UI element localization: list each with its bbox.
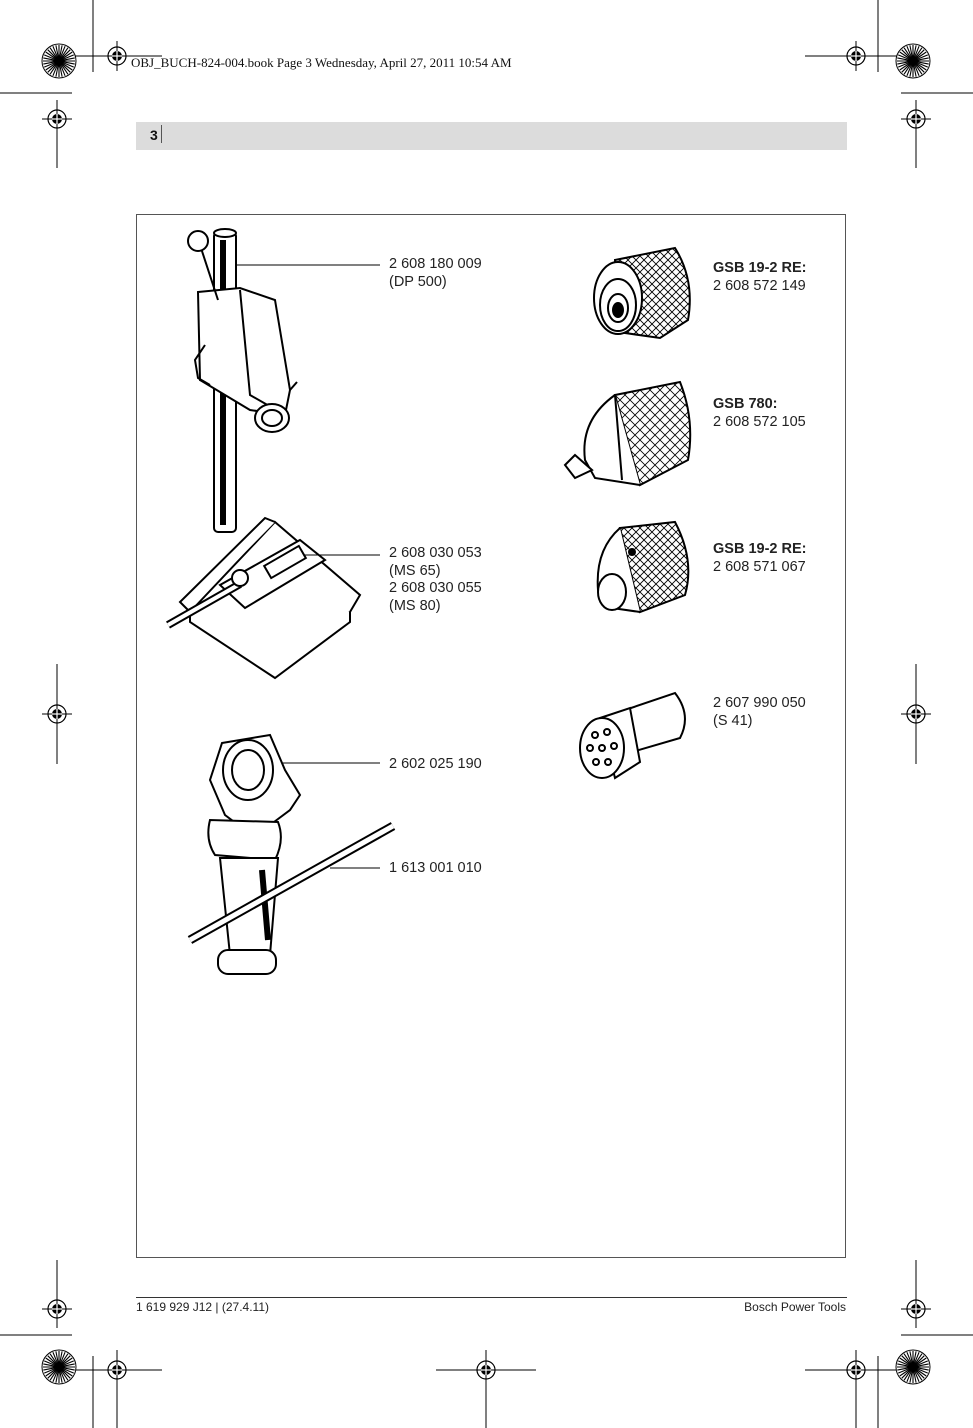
chuck-key-tool-code: 2 607 990 050 bbox=[713, 695, 806, 711]
key-chuck-code: 2 608 571 067 bbox=[713, 558, 806, 575]
keyless-chuck-1-illustration bbox=[593, 246, 691, 340]
footer-doc-number: 1 619 929 J12 | (27.4.11) bbox=[136, 1300, 269, 1314]
chuck-key-tool-illustration bbox=[579, 691, 686, 780]
page-header-bar: 3 bbox=[136, 122, 847, 150]
keyless-chuck-1-code: 2 608 572 149 bbox=[713, 277, 806, 294]
drill-stand-model: (DP 500) bbox=[389, 273, 447, 290]
drill-vice-code-a: 2 608 030 053 bbox=[389, 545, 482, 561]
drill-stand-illustration bbox=[166, 228, 362, 680]
depth-stop-code: 1 613 001 010 bbox=[389, 860, 482, 876]
drill-vice-code-b: 2 608 030 055 bbox=[389, 580, 482, 596]
drill-vice-label: 2 608 030 053 (MS 65) 2 608 030 055 (MS … bbox=[389, 545, 482, 615]
drill-stand-label: 2 608 180 009 (DP 500) bbox=[389, 256, 482, 291]
keyless-chuck-2-illustration bbox=[563, 380, 692, 487]
page-number: 3 bbox=[150, 127, 158, 143]
depth-stop-label: 1 613 001 010 bbox=[389, 860, 482, 878]
footer-rule bbox=[136, 1297, 847, 1298]
footer-brand: Bosch Power Tools bbox=[744, 1300, 846, 1314]
chuck-key-tool-model: (S 41) bbox=[713, 712, 753, 729]
aux-handle-code: 2 602 025 190 bbox=[389, 756, 482, 772]
keyless-chuck-1-device: GSB 19-2 RE: bbox=[713, 260, 807, 276]
key-chuck-device: GSB 19-2 RE: bbox=[713, 541, 807, 557]
page-number-separator bbox=[161, 125, 162, 143]
drill-vice-model-a: (MS 65) bbox=[389, 562, 441, 579]
aux-handle-label: 2 602 025 190 bbox=[389, 756, 482, 774]
drill-stand-code: 2 608 180 009 bbox=[389, 256, 482, 272]
accessories-frame bbox=[136, 214, 846, 1258]
print-slug-line: OBJ_BUCH-824-004.book Page 3 Wednesday, … bbox=[131, 55, 512, 70]
key-chuck-illustration bbox=[596, 520, 690, 614]
chuck-key-tool-label: 2 607 990 050 (S 41) bbox=[713, 695, 806, 730]
keyless-chuck-2-label: GSB 780: 2 608 572 105 bbox=[713, 396, 806, 431]
keyless-chuck-2-code: 2 608 572 105 bbox=[713, 413, 806, 430]
keyless-chuck-2-device: GSB 780: bbox=[713, 396, 778, 412]
drill-vice-model-b: (MS 80) bbox=[389, 597, 441, 614]
key-chuck-label: GSB 19-2 RE: 2 608 571 067 bbox=[713, 541, 806, 576]
keyless-chuck-1-label: GSB 19-2 RE: 2 608 572 149 bbox=[713, 260, 806, 295]
auxiliary-handle-illustration bbox=[187, 733, 396, 975]
